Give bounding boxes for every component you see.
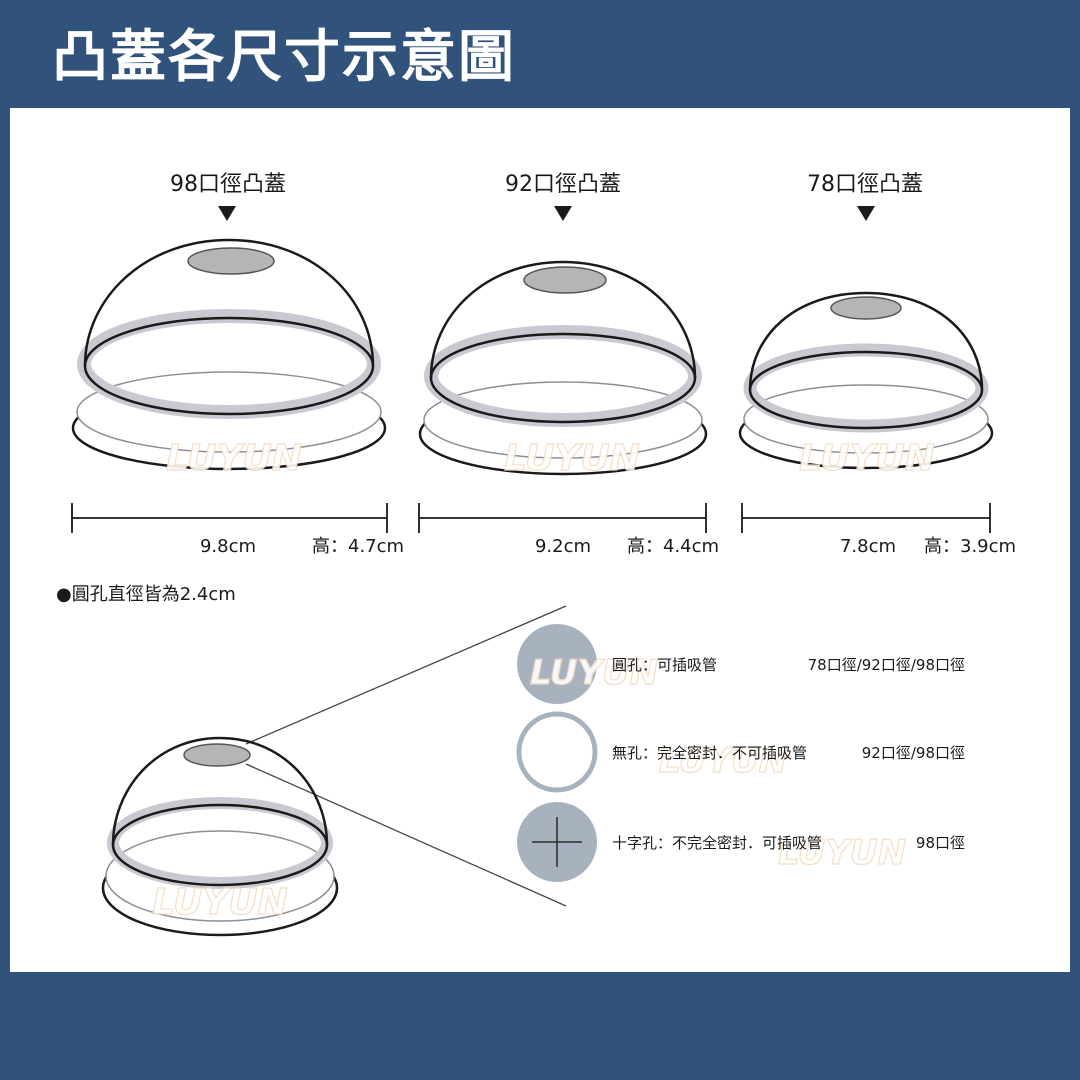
watermark: LUYUN xyxy=(799,438,935,479)
lid-78-opening xyxy=(748,350,984,430)
watermark: LUYUN xyxy=(504,438,640,479)
lid-92-hole xyxy=(523,266,607,294)
lid-98-height: 高：4.7cm xyxy=(312,536,404,557)
lid-98-title: 98口徑凸蓋 xyxy=(170,172,286,197)
hole-option-round: LUYUN 圓孔：可插吸管 78口徑/92口徑/98口徑 xyxy=(517,624,965,704)
hole-option-label: 圓孔：可插吸管 xyxy=(612,656,717,674)
hole-option-cross: LUYUN 十字孔：不完全密封．可插吸管 98口徑 xyxy=(517,802,965,882)
lid-92: 92口徑凸蓋 LUYUN 9.2cm 高：4.4cm xyxy=(418,172,719,557)
lid-78-dome xyxy=(748,291,984,391)
lid-78-diameter: 7.8cm xyxy=(840,536,896,557)
watermark: LUYUN xyxy=(152,882,288,923)
detail-lid-flange xyxy=(105,830,335,922)
lid-92-opening xyxy=(429,332,697,424)
callout-line-bottom xyxy=(245,763,567,907)
lid-92-title: 92口徑凸蓋 xyxy=(505,172,621,197)
lid-78-title: 78口徑凸蓋 xyxy=(807,172,923,197)
hole-option-sizes: 92口徑/98口徑 xyxy=(862,744,965,762)
hole-diameter-note: ●圓孔直徑皆為2.4cm xyxy=(56,584,236,605)
detail-lid: LUYUN xyxy=(101,605,567,937)
lid-98-hole xyxy=(187,247,275,275)
lid-98-dome xyxy=(83,238,375,367)
detail-lid-dome xyxy=(111,736,329,846)
down-arrow-icon xyxy=(218,206,236,221)
watermark: LUYUN xyxy=(659,741,787,781)
down-arrow-icon xyxy=(554,206,572,221)
watermark: LUYUN xyxy=(530,653,658,693)
no-hole-icon xyxy=(516,711,598,793)
round-hole-icon xyxy=(517,624,597,704)
hole-option-sizes: 98口徑 xyxy=(916,834,965,852)
lid-78-hole xyxy=(830,296,902,320)
lid-92-diameter: 9.2cm xyxy=(535,536,591,557)
down-arrow-icon xyxy=(857,206,875,221)
lid-98-opening xyxy=(83,316,375,416)
hole-option-sizes: 78口徑/92口徑/98口徑 xyxy=(808,656,965,674)
diagram-panel: 98口徑凸蓋 LUYUN 9.8cm 高：4.7cm 92口徑凸蓋 LUYUN … xyxy=(10,108,1070,972)
page-title: 凸蓋各尺寸示意圖 xyxy=(52,25,516,90)
lid-78-flange xyxy=(743,384,989,454)
watermark: LUYUN xyxy=(166,438,302,479)
detail-lid-opening xyxy=(111,803,329,887)
lid-diagram: 98口徑凸蓋 LUYUN 9.8cm 高：4.7cm 92口徑凸蓋 LUYUN … xyxy=(56,172,1016,937)
lid-92-height: 高：4.4cm xyxy=(627,536,719,557)
hole-option-none: LUYUN 無孔：完全密封．不可插吸管 92口徑/98口徑 xyxy=(516,711,965,793)
watermark: LUYUN xyxy=(778,833,906,873)
lid-98-diameter: 9.8cm xyxy=(200,536,256,557)
lid-98: 98口徑凸蓋 LUYUN 9.8cm 高：4.7cm xyxy=(71,172,404,557)
callout-line-top xyxy=(245,605,567,745)
hole-option-label: 十字孔：不完全密封．可插吸管 xyxy=(612,834,822,852)
lid-78: 78口徑凸蓋 LUYUN 7.8cm 高：3.9cm xyxy=(738,172,1016,557)
lid-92-dome xyxy=(429,260,697,379)
lid-78-height: 高：3.9cm xyxy=(924,536,1016,557)
detail-lid-hole xyxy=(183,743,251,767)
hole-option-label: 無孔：完全密封．不可插吸管 xyxy=(612,744,807,762)
